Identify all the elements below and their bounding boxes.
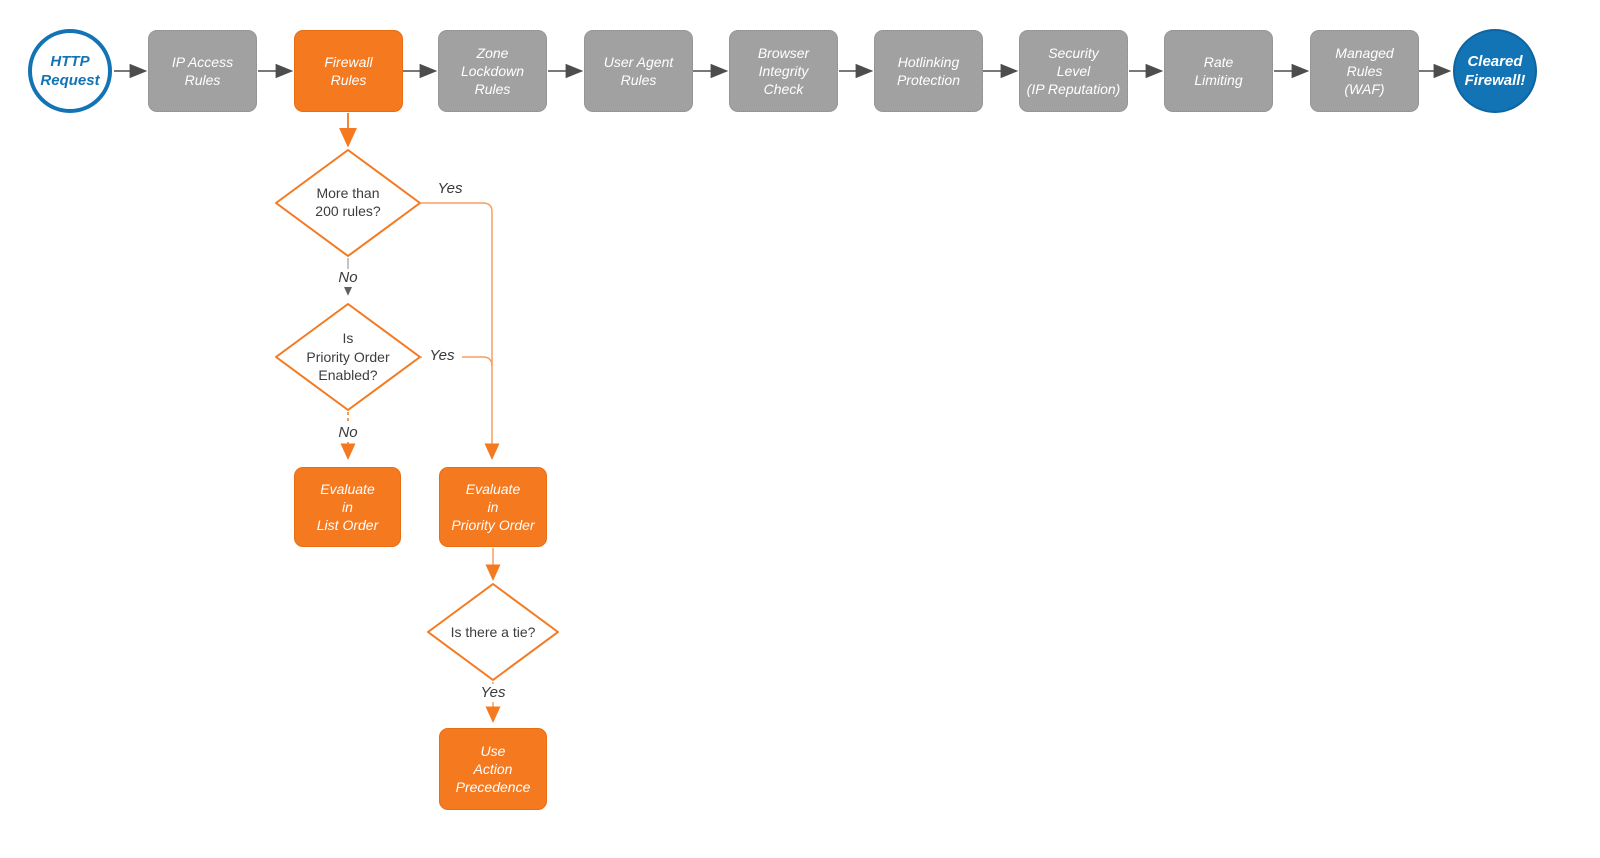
stage-hotlinking-protection: Hotlinking Protection — [874, 30, 983, 112]
stage-label: Rate Limiting — [1194, 54, 1243, 88]
start-node-http-request: HTTP Request — [28, 29, 112, 113]
decision-rule-count-text: More than 200 rules? — [315, 184, 381, 220]
box-label: Evaluate in Priority Order — [451, 481, 535, 533]
stage-label: Zone Lockdown Rules — [460, 45, 525, 97]
edge-label-yes-rule-count: Yes — [437, 180, 463, 197]
stage-zone-lockdown-rules: Zone Lockdown Rules — [438, 30, 547, 112]
edge-label-yes-priority-order: Yes — [422, 347, 462, 365]
stage-label: Hotlinking Protection — [896, 54, 961, 88]
edge-label-no-priority-order: No — [328, 424, 368, 442]
box-evaluate-list-order: Evaluate in List Order — [294, 467, 401, 547]
stage-label: Security Level (IP Reputation) — [1026, 45, 1121, 97]
stage-label: Managed Rules (WAF) — [1335, 45, 1394, 97]
box-label: Evaluate in List Order — [316, 481, 379, 533]
stage-security-level: Security Level (IP Reputation) — [1019, 30, 1128, 112]
box-label: Use Action Precedence — [455, 743, 531, 795]
box-use-action-precedence: Use Action Precedence — [439, 728, 547, 810]
edge-label-no-rule-count: No — [328, 269, 368, 287]
stage-label: User Agent Rules — [603, 54, 674, 88]
stage-label: IP Access Rules — [171, 54, 234, 88]
box-evaluate-priority-order: Evaluate in Priority Order — [439, 467, 547, 547]
decision-priority-order-diamond — [275, 303, 421, 411]
stage-browser-integrity-check: Browser Integrity Check — [729, 30, 838, 112]
connector-yes-rule-count-to-priority-order-box — [421, 202, 500, 460]
decision-tie-diamond — [427, 583, 559, 681]
stage-label: Browser Integrity Check — [757, 45, 810, 97]
stage-rate-limiting: Rate Limiting — [1164, 30, 1273, 112]
stage-firewall-rules: Firewall Rules — [294, 30, 403, 112]
stage-label: Firewall Rules — [324, 54, 373, 88]
decision-priority-order-text: Is Priority Order Enabled? — [306, 330, 390, 384]
start-node-label: HTTP Request — [40, 53, 100, 89]
end-node-cleared-firewall: Cleared Firewall! — [1453, 29, 1537, 113]
stage-managed-rules-waf: Managed Rules (WAF) — [1310, 30, 1419, 112]
end-node-label: Cleared Firewall! — [1464, 53, 1526, 89]
decision-rule-count-diamond — [275, 149, 421, 257]
decision-tie-text: Is there a tie? — [450, 624, 536, 641]
connector-yes-priority-order-merge — [421, 356, 493, 367]
stage-ip-access-rules: IP Access Rules — [148, 30, 257, 112]
edge-label-yes-tie: Yes — [473, 684, 513, 702]
stage-user-agent-rules: User Agent Rules — [584, 30, 693, 112]
